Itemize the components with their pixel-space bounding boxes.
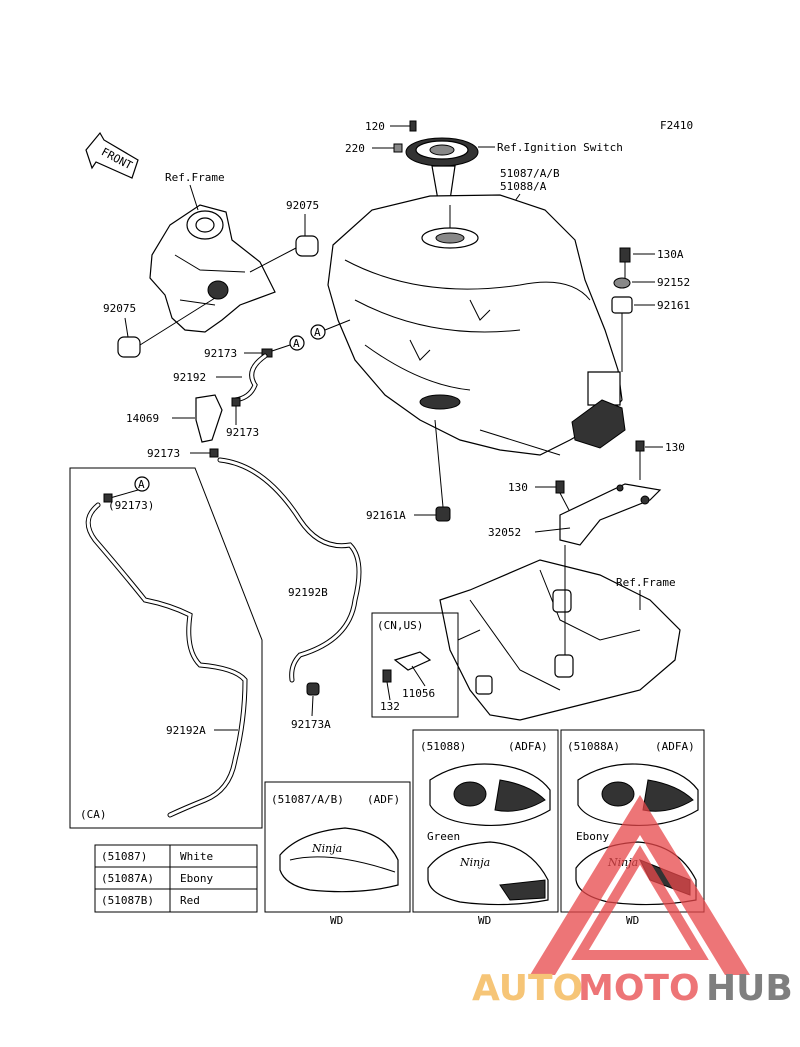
watermark-moto: MOTO xyxy=(578,968,700,1009)
label-92152: 92152 xyxy=(657,276,690,289)
ca-box xyxy=(69,467,263,829)
ninja-badge-1: Ninja xyxy=(459,856,490,869)
label-51087: 51087/A/B xyxy=(500,167,560,180)
label-92173a: 92173A xyxy=(291,718,331,731)
hose-92192b xyxy=(217,457,362,683)
label-92192a: 92192A xyxy=(166,724,206,737)
label-92075-left: 92075 xyxy=(103,302,136,315)
hose-92192 xyxy=(232,353,268,403)
cn-us-box xyxy=(371,612,459,718)
variant-1-note: Green xyxy=(427,830,460,843)
label-92161: 92161 xyxy=(657,299,690,312)
label-120: 120 xyxy=(365,120,385,133)
label-14069: 14069 xyxy=(126,412,159,425)
filter-14069 xyxy=(195,394,241,443)
label-130a: 130A xyxy=(657,248,684,261)
variant-2-note: Ebony xyxy=(576,830,609,843)
circle-a-ca xyxy=(134,476,150,492)
variant-1-market: (ADFA) xyxy=(508,740,548,753)
label-92075-top: 92075 xyxy=(286,199,319,212)
tank-top-view-51088 xyxy=(429,763,551,827)
variant-2-market: (ADFA) xyxy=(655,740,695,753)
ref-frame-top-label: Ref.Frame xyxy=(165,171,225,184)
ninja-badge-0: Ninja xyxy=(311,842,342,855)
color-code-2: (51087B) xyxy=(101,894,154,907)
circle-a-2 xyxy=(310,324,326,340)
label-92173-paren: (92173) xyxy=(108,499,154,512)
cn-us-label: (CN,US) xyxy=(377,619,423,632)
color-code-0: (51087) xyxy=(101,850,147,863)
damper-92075-left xyxy=(117,336,141,358)
svg-text:A: A xyxy=(293,337,300,350)
label-92173-c: 92173 xyxy=(147,447,180,460)
label-51088: 51088/A xyxy=(500,180,547,193)
bracket-32052-drawing xyxy=(559,483,662,546)
color-name-2: Red xyxy=(180,894,200,907)
ca-label: (CA) xyxy=(80,808,107,821)
label-130-right: 130 xyxy=(665,441,685,454)
variant-0-code: (51087/A/B) xyxy=(271,793,344,806)
variant-2-code: (51088A) xyxy=(567,740,620,753)
label-130-mid: 130 xyxy=(508,481,528,494)
tank-side-view-51087: Ninja xyxy=(279,827,399,893)
figure-code: F2410 xyxy=(660,119,693,132)
variant-box-51088 xyxy=(412,729,559,913)
fuel-tank-drawing xyxy=(327,194,626,456)
ref-ignition-label: Ref.Ignition Switch xyxy=(497,141,623,154)
svg-text:A: A xyxy=(138,478,145,491)
label-92192: 92192 xyxy=(173,371,206,384)
damper-92075-top xyxy=(295,235,319,257)
tank-top-view-51088a xyxy=(577,763,699,827)
variant-1-region: WD xyxy=(478,914,491,927)
label-92192b: 92192B xyxy=(288,586,328,599)
variant-1-code: (51088) xyxy=(420,740,466,753)
front-arrow-icon: FRONT xyxy=(85,131,139,179)
variant-2-region: WD xyxy=(626,914,639,927)
fuel-cap-drawing xyxy=(405,137,479,201)
hose-92192a xyxy=(85,502,248,818)
label-11056: 11056 xyxy=(402,687,435,700)
color-table: (51087) White (51087A) Ebony (51087B) Re… xyxy=(94,844,258,913)
label-220: 220 xyxy=(345,142,365,155)
automotohub-watermark-logo: AUTO MOTO HUB xyxy=(472,795,793,1009)
variant-box-51087 xyxy=(264,781,411,913)
label-92161a: 92161A xyxy=(366,509,406,522)
label-32052: 32052 xyxy=(488,526,521,539)
variant-0-market: (ADF) xyxy=(367,793,400,806)
label-92173-b: 92173 xyxy=(226,426,259,439)
variant-box-51088a xyxy=(560,729,705,913)
frame-lower-drawing xyxy=(439,545,681,721)
watermark-auto: AUTO xyxy=(472,968,583,1009)
color-name-1: Ebony xyxy=(180,872,213,885)
label-92173-a: 92173 xyxy=(204,347,237,360)
ref-frame-bottom-label: Ref.Frame xyxy=(616,576,676,589)
variant-0-region: WD xyxy=(330,914,343,927)
svg-text:A: A xyxy=(314,326,321,339)
watermark-hub: HUB xyxy=(706,968,793,1009)
color-name-0: White xyxy=(180,850,213,863)
circle-a-1 xyxy=(289,335,305,351)
label-132: 132 xyxy=(380,700,400,713)
frame-head-drawing xyxy=(149,204,276,333)
tank-side-view-51088: Ninja xyxy=(427,841,549,906)
color-code-1: (51087A) xyxy=(101,872,154,885)
